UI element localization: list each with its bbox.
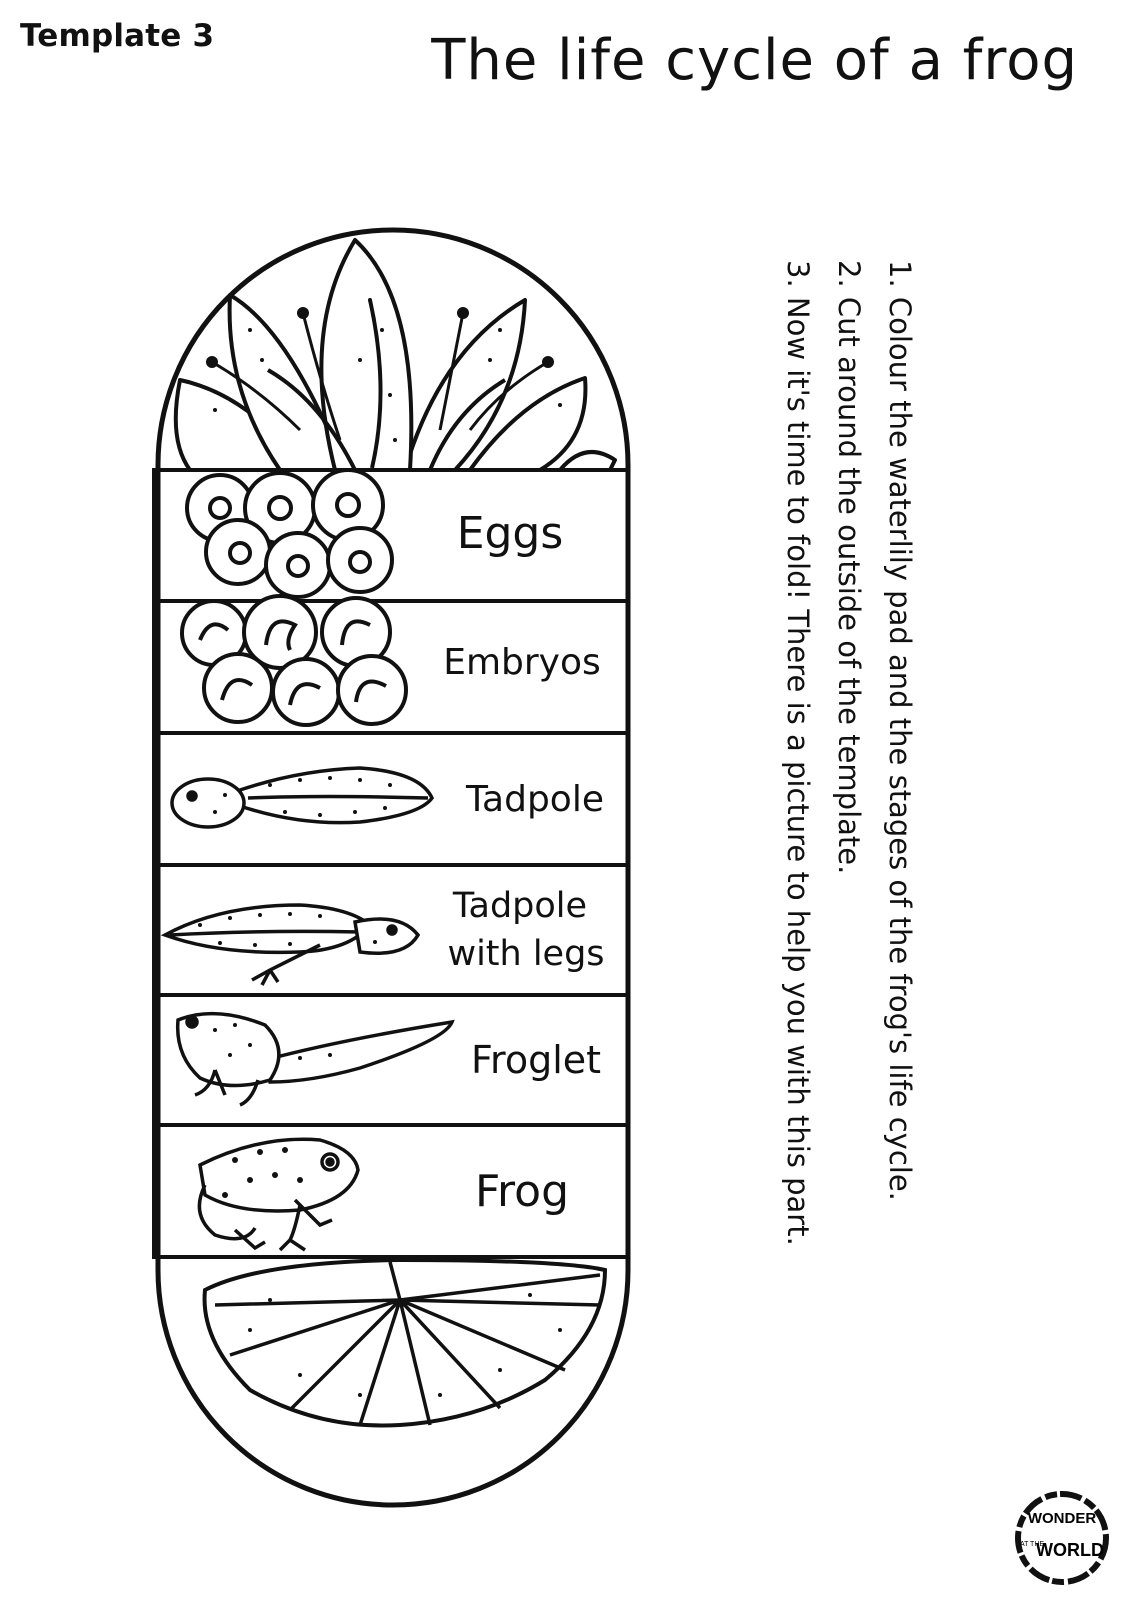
stage-label-tadpole-with-legs-line1: Tadpole: [452, 886, 587, 926]
frog-icon: [197, 1137, 360, 1252]
logo-line1: WONDER: [1028, 1510, 1096, 1527]
instruction-step-1: 1. Colour the waterlily pad and the stag…: [883, 260, 917, 1201]
embryos-icon: [180, 594, 408, 727]
wonder-at-the-world-logo: WONDER AT THE WORLD: [1015, 1491, 1109, 1585]
stage-label-tadpole: Tadpole: [465, 779, 604, 820]
logo-line2: AT THE: [1020, 1541, 1044, 1548]
instruction-step-3: 3. Now it's time to fold! There is a pic…: [781, 260, 815, 1246]
logo-line3: WORLD: [1036, 1540, 1104, 1560]
tadpole-with-legs-icon: [160, 903, 421, 986]
instruction-step-2: 2. Cut around the outside of the templat…: [832, 260, 866, 875]
stage-label-eggs: Eggs: [457, 508, 564, 559]
stage-label-embryos: Embryos: [443, 642, 601, 683]
eggs-icon: [185, 468, 394, 599]
template-label: Template 3: [20, 18, 215, 54]
stage-label-frog: Frog: [475, 1166, 569, 1217]
page-title: The life cycle of a frog: [431, 28, 1078, 93]
lily-pad-icon: [202, 1257, 608, 1428]
instructions: 1. Colour the waterlily pad and the stag…: [781, 260, 925, 1440]
stage-panels: [152, 468, 630, 1259]
stage-label-tadpole-with-legs-line2: with legs: [447, 934, 604, 974]
stage-label-froglet: Froglet: [471, 1038, 601, 1082]
waterlily-flower-icon: [173, 238, 617, 472]
panel-frog: [152, 1123, 630, 1259]
tadpole-icon: [170, 766, 435, 829]
froglet-icon: [175, 1011, 455, 1107]
